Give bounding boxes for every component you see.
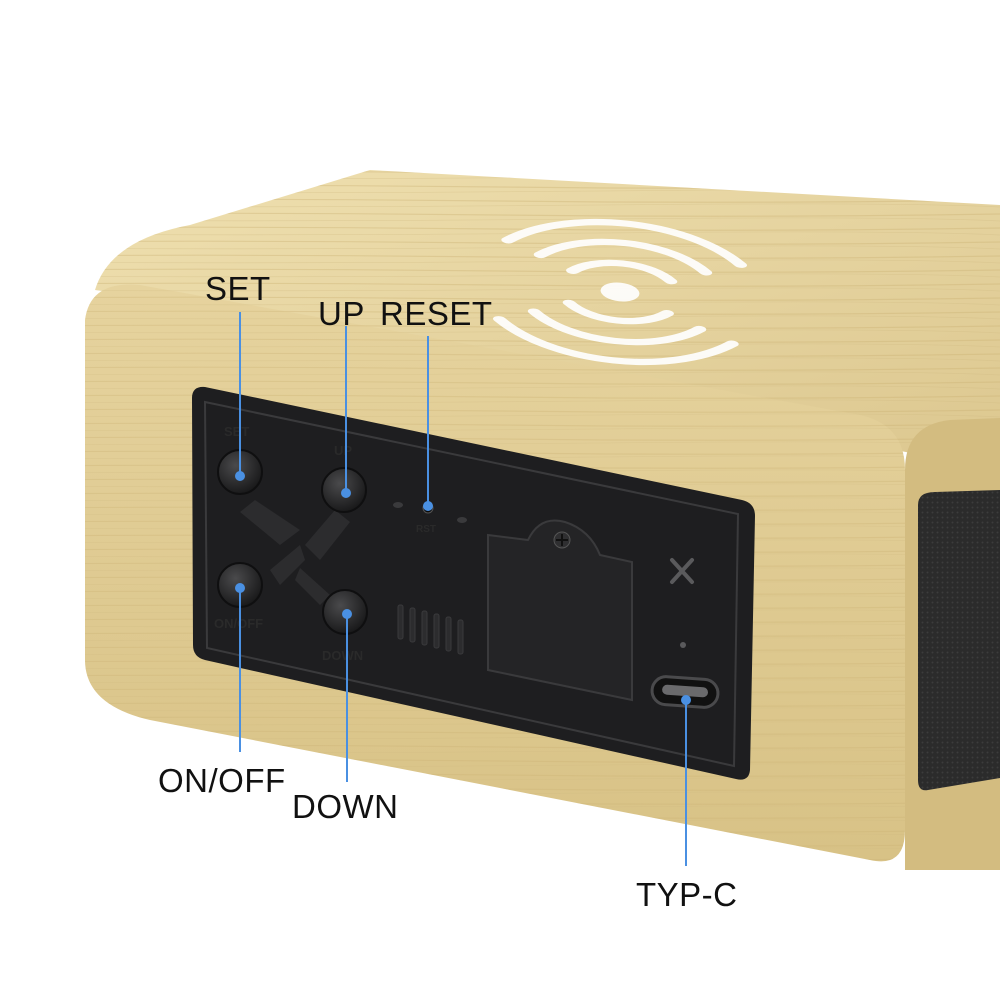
x-mark-icon [670,558,694,584]
panel-label-on-off: ON/OFF [214,616,263,631]
speaker-grille [918,490,1000,791]
vent-slots [397,604,464,655]
indicator-right [457,517,467,523]
wireless-charging-icon [493,218,747,366]
panel-label-rst: RST [416,524,436,535]
callout-set: SET [205,270,271,307]
battery-cover [487,519,633,702]
panel-label-down: DOWN [322,648,363,663]
callout-up: UP [318,295,365,332]
status-dot [680,642,686,648]
panel-label-set: SET [224,424,249,439]
callout-reset: RESET [380,295,493,332]
panel-label-up: UP [334,443,352,458]
screw-icon [553,531,571,549]
indicator-left [393,502,403,508]
callout-down: DOWN [292,788,399,825]
callout-on-off: ON/OFF [158,762,286,799]
callout-typ-c: TYP-C [636,876,738,913]
leader-lines [235,312,691,866]
